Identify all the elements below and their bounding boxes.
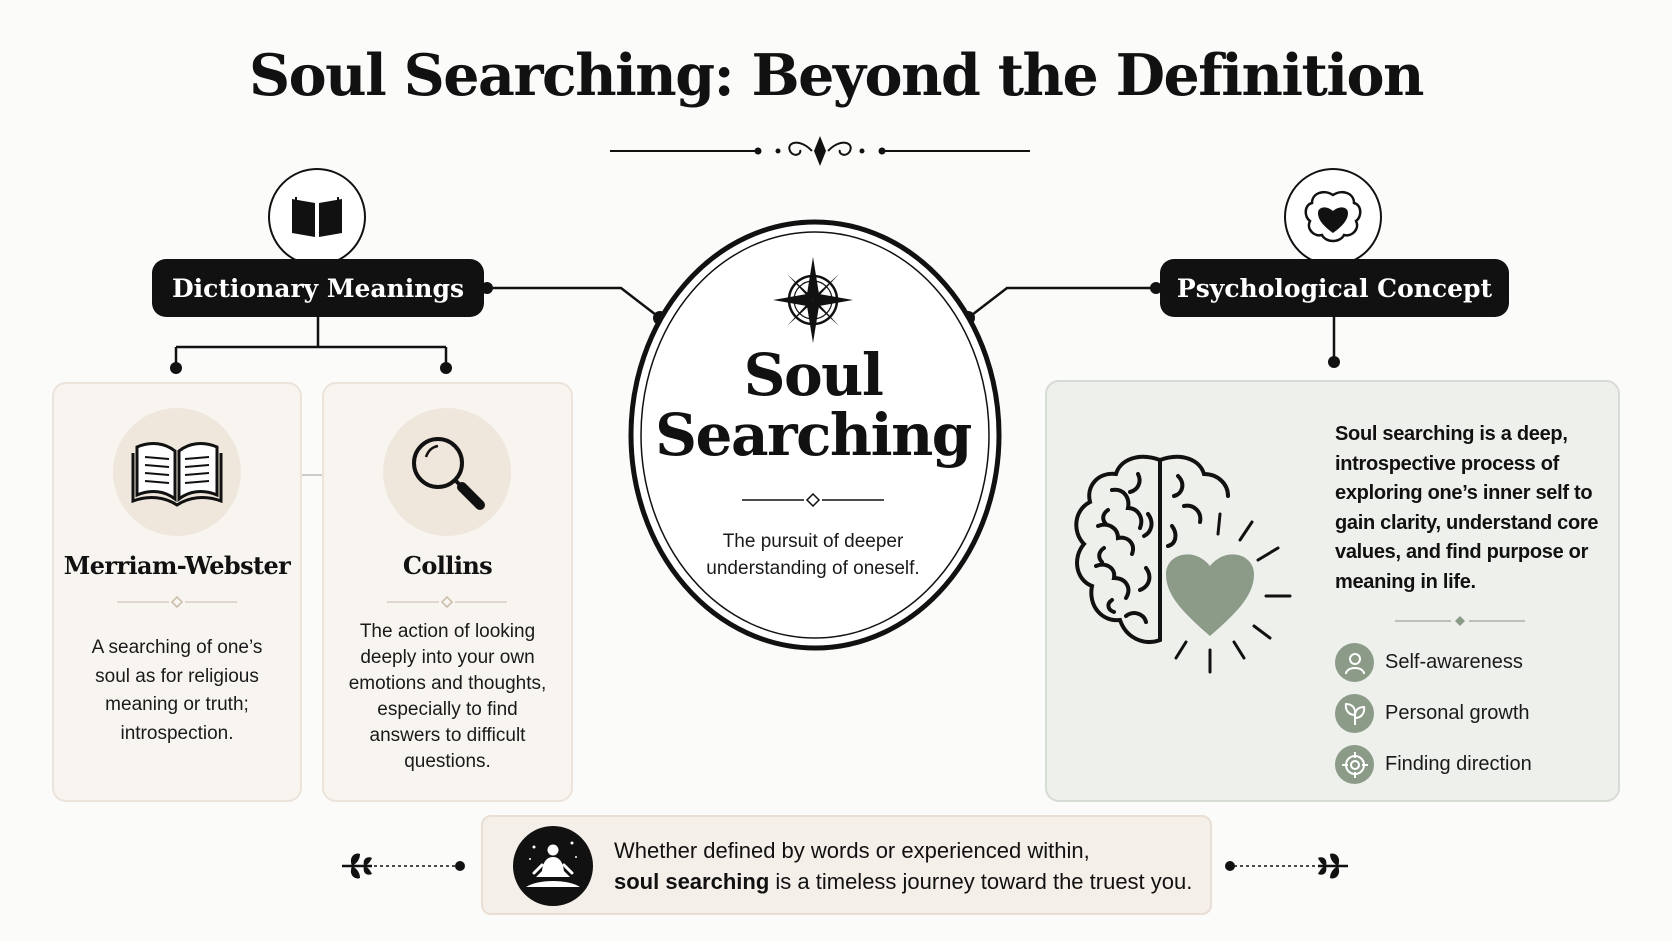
collins-divider [387, 596, 507, 608]
right-sprig-ornament [1225, 853, 1348, 879]
benefit-finding-direction: Finding direction [1335, 745, 1532, 784]
footer-quote-line1: Whether defined by words or experienced … [614, 838, 1090, 863]
title-divider [610, 136, 1030, 166]
person-icon [1335, 643, 1374, 682]
psychology-icon-circle [1284, 168, 1382, 266]
collins-definition: The action of looking deeply into your o… [348, 621, 547, 772]
page-title: Soul Searching: Beyond the Definition [248, 42, 1425, 109]
benefit-label: Finding direction [1385, 753, 1532, 775]
psych-divider [1395, 616, 1525, 626]
center-divider [742, 493, 884, 507]
center-subtitle: The pursuit of deeper understanding of o… [706, 531, 920, 579]
center-title: Soul Searching [640, 345, 986, 465]
center-title-line1: Soul [743, 341, 884, 409]
center-title-line2: Searching [655, 401, 972, 469]
footer-quote-emphasis: soul searching [614, 869, 770, 894]
footer-banner [481, 815, 1212, 915]
book-icon [292, 197, 342, 237]
merriam-webster-icon-disc [113, 408, 241, 536]
collins-icon-disc [383, 408, 511, 536]
benefit-label: Personal growth [1385, 702, 1530, 724]
dictionary-icon-circle [268, 168, 366, 266]
benefit-self-awareness: Self-awareness [1335, 643, 1523, 682]
brain-heart-icon [1304, 191, 1362, 243]
benefit-personal-growth: Personal growth [1335, 694, 1530, 733]
center-oval [628, 219, 1002, 651]
magnifier-icon [412, 437, 485, 510]
dictionary-meanings-label: Dictionary Meanings [152, 259, 484, 317]
open-book-icon [131, 442, 223, 507]
merriam-webster-divider [117, 596, 237, 608]
dictionary-meanings-text: Dictionary Meanings [171, 273, 465, 303]
merriam-webster-definition: A searching of one’s soul as for religio… [91, 637, 263, 744]
psychological-concept-label: Psychological Concept [1160, 259, 1509, 317]
left-sprig-ornament [342, 853, 465, 879]
footer-quote-rest: is a timeless journey toward the truest … [769, 869, 1193, 894]
psychological-concept-description: Soul searching is a deep, introspective … [1335, 423, 1599, 593]
leaf-icon [1335, 694, 1374, 733]
meditation-icon [513, 826, 593, 906]
benefit-label: Self-awareness [1385, 651, 1523, 673]
footer-quote: Whether defined by words or experienced … [614, 835, 1194, 897]
merriam-webster-title: Merriam-Webster [63, 551, 291, 580]
collins-title: Collins [402, 551, 493, 580]
psychological-concept-text: Psychological Concept [1176, 273, 1493, 303]
footer-quote-line2: soul searching is a timeless journey tow… [614, 866, 1194, 897]
target-icon [1335, 745, 1374, 784]
brain-heart-illustration [1074, 454, 1292, 674]
compass-rose-icon [773, 257, 853, 343]
